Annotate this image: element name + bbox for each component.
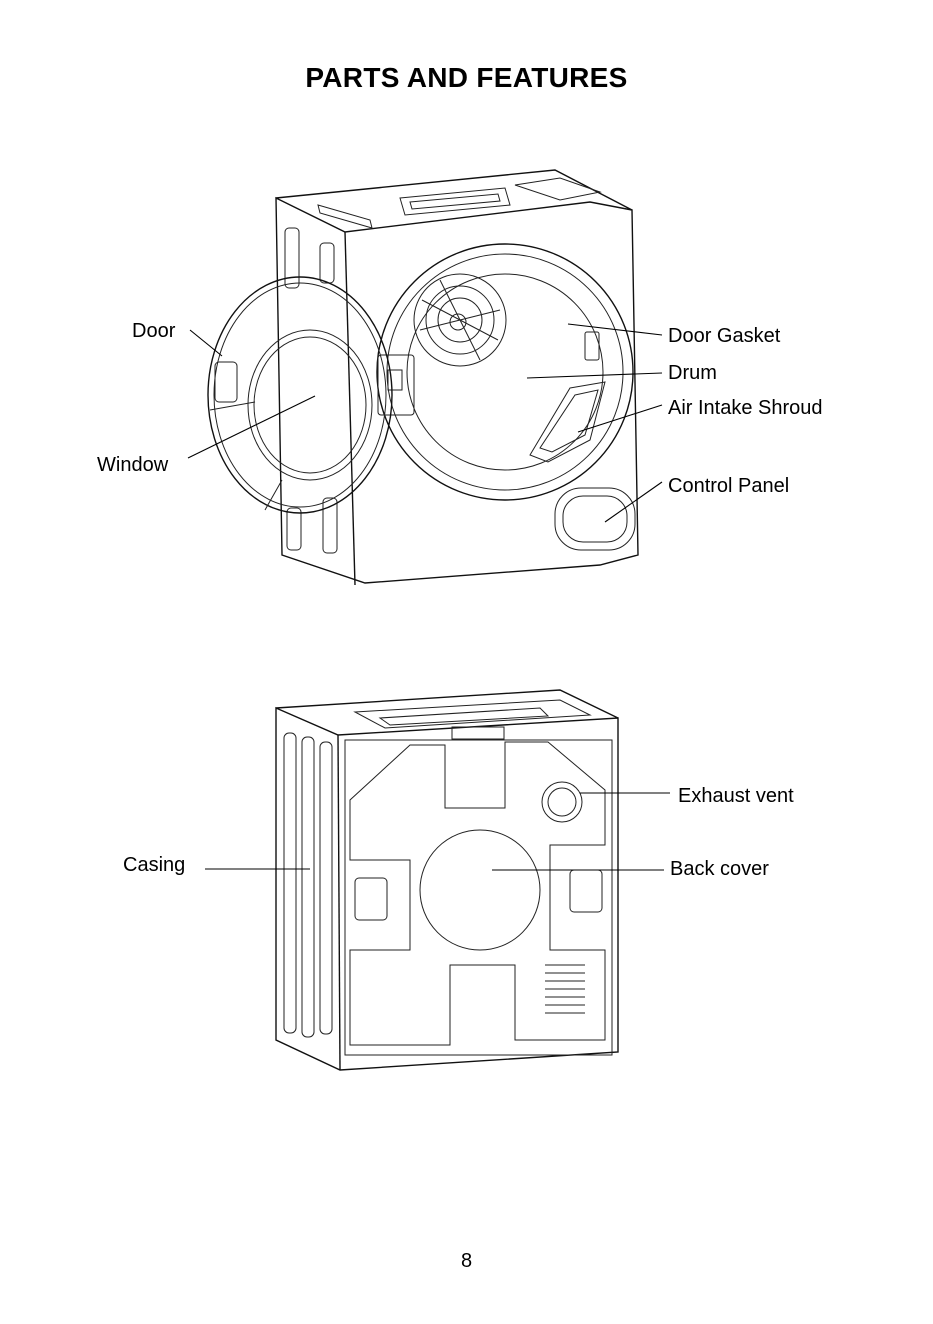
label-door: Door [132, 320, 175, 343]
label-control-panel: Control Panel [668, 475, 789, 498]
label-air-intake-shroud: Air Intake Shroud [668, 397, 823, 420]
label-drum: Drum [668, 362, 717, 385]
label-window: Window [97, 454, 168, 477]
label-exhaust-vent: Exhaust vent [678, 785, 794, 808]
label-door-gasket: Door Gasket [668, 325, 780, 348]
label-casing: Casing [123, 854, 185, 877]
label-back-cover: Back cover [670, 858, 769, 881]
page-number: 8 [0, 1250, 933, 1273]
